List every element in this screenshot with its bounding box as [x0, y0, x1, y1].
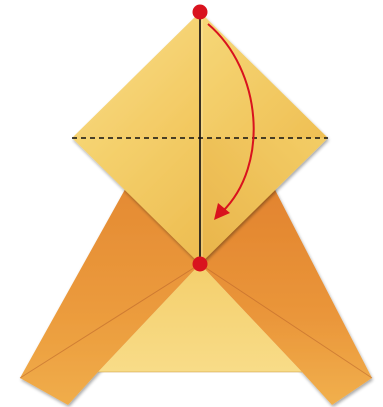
diamond-upper-right — [200, 12, 328, 138]
top-point-marker — [193, 5, 208, 20]
center-point-marker — [193, 257, 208, 272]
diamond-upper-left — [72, 12, 200, 138]
